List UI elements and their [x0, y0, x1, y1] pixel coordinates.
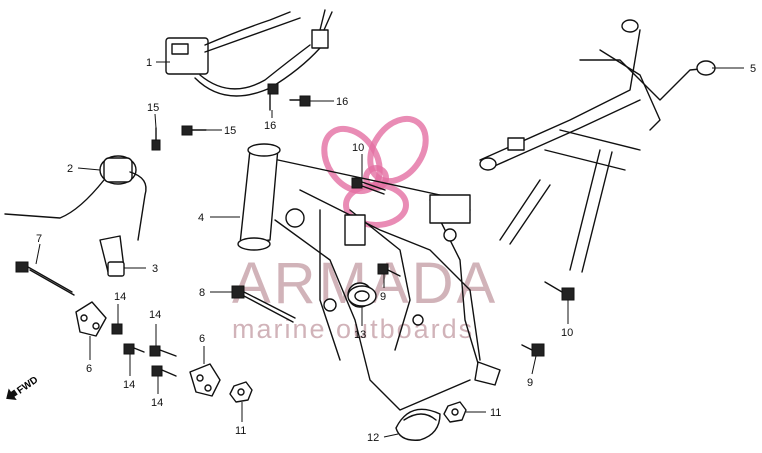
callout-10-upper: 10: [352, 142, 364, 154]
part-long-bolt-upper: [15, 261, 75, 296]
part-nut-right: [443, 401, 467, 423]
fwd-arrow-icon: [6, 388, 18, 401]
callout-11-right: 11: [490, 407, 501, 419]
part-flange-bolt-center: [377, 263, 401, 277]
callout-labels: 1 2 3 4 5 6 6 7 8 9 9 10 10 11 11 12 13 …: [36, 57, 756, 444]
part-cdi-unit: [165, 9, 333, 97]
fwd-direction-marker: FWD: [6, 375, 40, 401]
logo-center: [363, 165, 389, 191]
callout-15-horizontal: 15: [224, 125, 236, 137]
watermark-logo: [321, 115, 429, 228]
callout-7: 7: [36, 233, 42, 245]
part-hanger-plate-right: [189, 363, 221, 397]
callout-11-lower: 11: [235, 425, 246, 437]
part-cap: [395, 408, 441, 441]
part-bolt-upper: [351, 177, 386, 195]
part-plug-cap: [99, 235, 125, 277]
callout-6-right: 6: [199, 333, 205, 345]
callout-9-center: 9: [380, 291, 386, 303]
callout-13: 13: [354, 329, 366, 341]
fwd-label: FWD: [15, 375, 40, 397]
part-bolt-16-left: [267, 83, 279, 111]
callout-10-rear: 10: [561, 327, 573, 339]
callout-14-c: 14: [149, 309, 161, 321]
callout-15-vertical: 15: [147, 102, 159, 114]
part-screw-horizontal: [181, 125, 207, 136]
part-small-bolt-a: [111, 323, 123, 335]
callout-2: 2: [67, 163, 73, 175]
part-screw-vertical: [151, 127, 161, 151]
part-hanger-plate-left: [75, 301, 107, 337]
callout-5: 5: [750, 63, 756, 75]
callout-14-b: 14: [123, 379, 135, 391]
part-nut-lower: [229, 381, 253, 403]
callout-3: 3: [152, 263, 158, 275]
logo-petal-right: [367, 115, 429, 185]
watermark: ARMADA marine outboards: [232, 115, 495, 344]
part-engine-mount-bolt: [231, 285, 296, 323]
part-bolt-16-right: [289, 95, 311, 107]
part-small-bolt-d: [151, 365, 177, 377]
part-flange-bolt-lower: [521, 343, 545, 357]
part-small-bolt-c: [149, 345, 177, 357]
callout-14-d: 14: [151, 397, 163, 409]
callout-6-left: 6: [86, 363, 92, 375]
part-rear-subframe: [479, 19, 716, 273]
callout-1: 1: [146, 57, 152, 69]
callout-16-right: 16: [336, 96, 348, 108]
watermark-tagline: marine outboards: [232, 314, 474, 344]
callout-16-left: 16: [264, 120, 276, 132]
callout-9-lower: 9: [527, 377, 533, 389]
part-bolt-rear: [544, 281, 575, 301]
callout-12: 12: [367, 432, 379, 444]
part-main-frame: [237, 143, 501, 411]
callout-8: 8: [199, 287, 205, 299]
part-ignition-coil: [4, 155, 147, 241]
callout-4: 4: [198, 212, 204, 224]
part-small-bolt-b: [123, 343, 145, 355]
callout-leaders: [35, 61, 744, 438]
callout-14-a: 14: [114, 291, 126, 303]
part-grommet: [347, 285, 377, 307]
